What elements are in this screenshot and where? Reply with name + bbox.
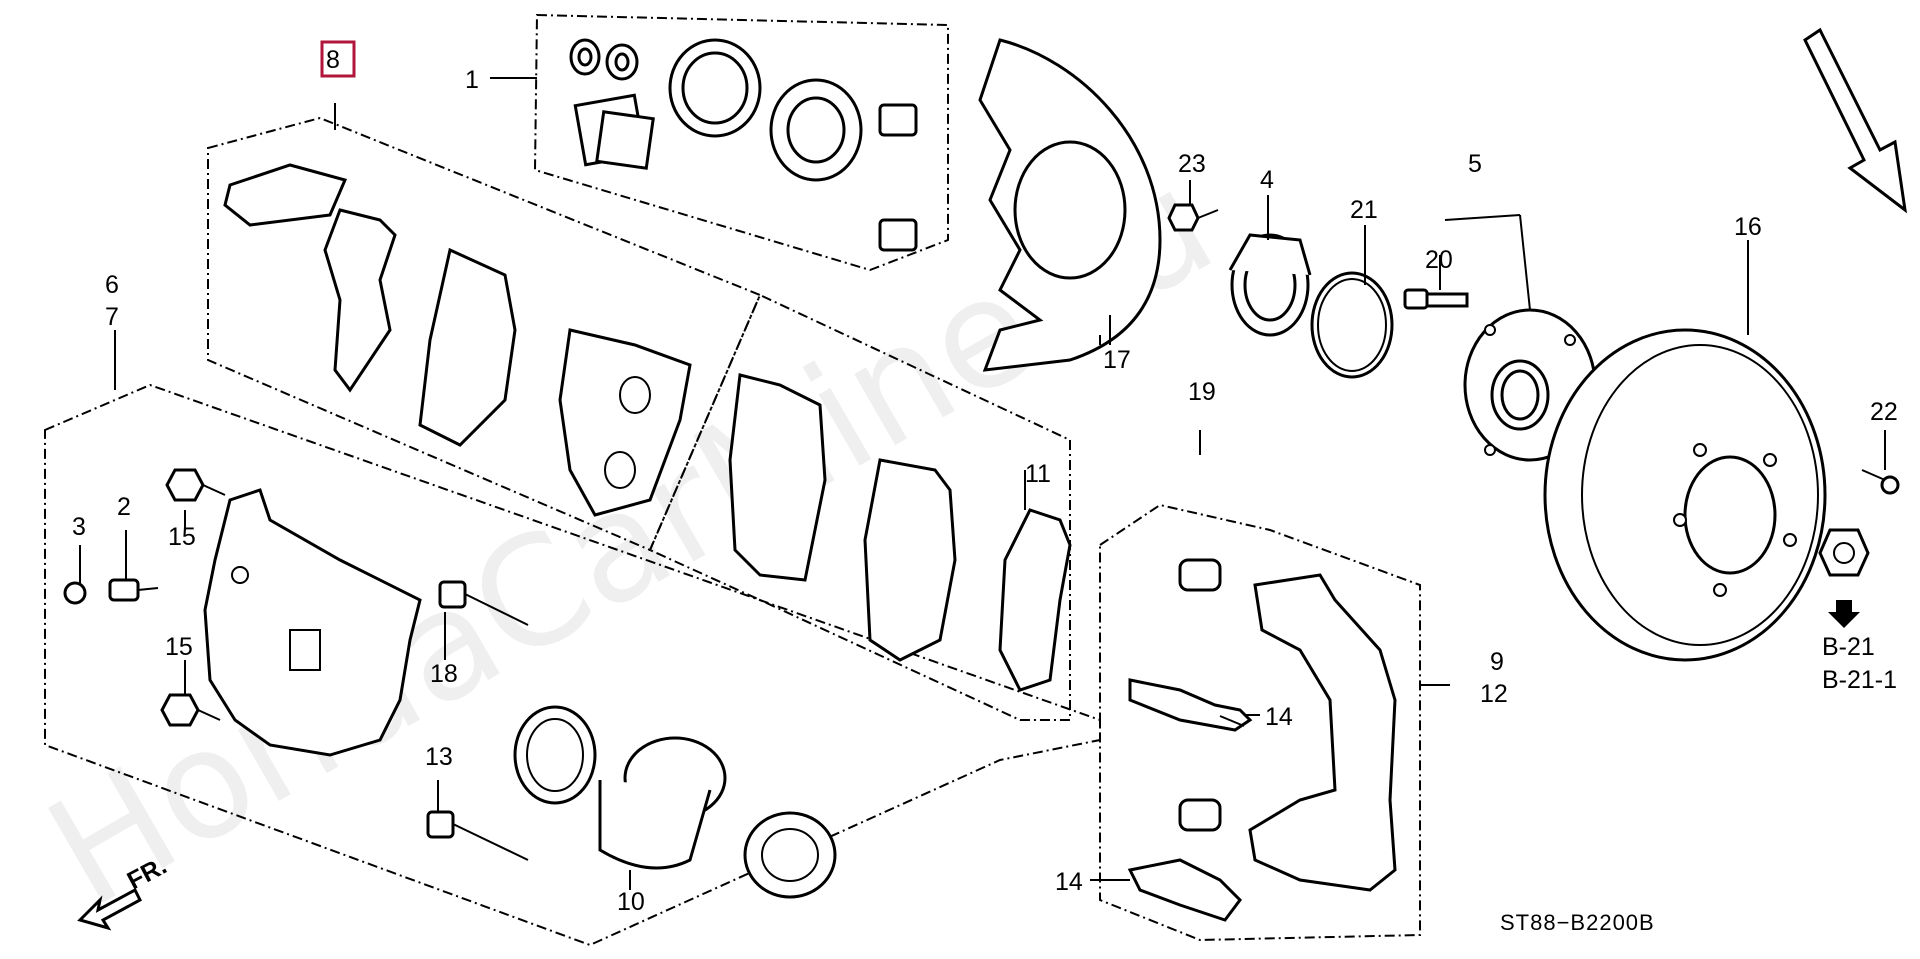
label-part-8[interactable]: 8: [326, 46, 340, 74]
label-part-14-bottom[interactable]: 14: [1055, 868, 1083, 896]
label-part-18[interactable]: 18: [430, 660, 458, 688]
label-part-13[interactable]: 13: [425, 743, 453, 771]
label-part-9[interactable]: 9: [1490, 648, 1504, 676]
seal-kit-group-outline: [533, 13, 949, 272]
caliper-body[interactable]: [203, 488, 422, 757]
pad-retainer-clip-top[interactable]: [1128, 678, 1253, 732]
label-part-5[interactable]: 5: [1468, 150, 1482, 178]
direction-arrow-icon: [1803, 27, 1908, 214]
label-part-2[interactable]: 2: [117, 493, 131, 521]
caliper-assembly-6-group-outline: [44, 383, 1101, 947]
bolt-23[interactable]: [1167, 203, 1219, 232]
piston-boot[interactable]: [743, 811, 837, 899]
highlight-box-part-8: [320, 40, 356, 78]
label-part-15-top[interactable]: 15: [168, 523, 196, 551]
front-arrow-icon: [77, 887, 142, 931]
guide-pin-13[interactable]: [426, 810, 529, 861]
label-part-21[interactable]: 21: [1350, 196, 1378, 224]
hub-bolt-20[interactable]: [1403, 288, 1469, 310]
reference-b-21-1[interactable]: B-21-1: [1822, 666, 1897, 694]
wheel-nut[interactable]: [1818, 528, 1870, 577]
wheel-bearing[interactable]: [1228, 233, 1312, 337]
label-part-15-bottom[interactable]: 15: [165, 633, 193, 661]
label-part-10[interactable]: 10: [617, 888, 645, 916]
seal-kit-parts[interactable]: [569, 38, 918, 252]
bolt-15-top[interactable]: [165, 468, 226, 502]
label-part-12[interactable]: 12: [1480, 680, 1508, 708]
guide-pin-18[interactable]: [438, 580, 529, 626]
label-part-23[interactable]: 23: [1178, 150, 1206, 178]
screw-22[interactable]: [1861, 469, 1900, 495]
bracket-bushing-bottom[interactable]: [1178, 798, 1222, 832]
pad-set-11[interactable]: [728, 373, 1072, 692]
piston-seal[interactable]: [513, 705, 597, 805]
brake-disc[interactable]: [1543, 328, 1827, 662]
label-part-6[interactable]: 6: [105, 271, 119, 299]
pad-set-8-group-outline: [207, 116, 762, 552]
label-part-19[interactable]: 19: [1188, 378, 1216, 406]
diagram-code: ST88−B2200B: [1500, 910, 1655, 935]
bleeder-screw[interactable]: [108, 578, 159, 602]
reference-arrow-icon: [1828, 600, 1860, 628]
label-part-16[interactable]: 16: [1734, 213, 1762, 241]
bleeder-cap[interactable]: [63, 581, 87, 605]
reference-b-21[interactable]: B-21: [1822, 633, 1875, 661]
bolt-15-bottom[interactable]: [160, 693, 221, 727]
label-part-3[interactable]: 3: [72, 513, 86, 541]
label-part-20[interactable]: 20: [1425, 246, 1453, 274]
leader-lines: [79, 77, 1886, 890]
pad-shim-kit[interactable]: [223, 163, 692, 517]
label-part-22[interactable]: 22: [1870, 398, 1898, 426]
caliper-bracket[interactable]: [1248, 573, 1397, 892]
caliper-bracket-9-group-outline: [1099, 503, 1421, 942]
pad-retainer-clip-bottom[interactable]: [1127, 858, 1242, 922]
dust-shield-center-hole: [1013, 140, 1127, 280]
label-part-11[interactable]: 11: [1025, 460, 1051, 488]
bracket-bushing-top[interactable]: [1178, 558, 1222, 592]
label-part-4[interactable]: 4: [1260, 166, 1274, 194]
label-part-17[interactable]: 17: [1103, 346, 1131, 374]
label-part-1[interactable]: 1: [465, 66, 479, 94]
piston[interactable]: [598, 736, 727, 870]
label-part-14-top[interactable]: 14: [1265, 703, 1293, 731]
label-part-7[interactable]: 7: [105, 303, 119, 331]
